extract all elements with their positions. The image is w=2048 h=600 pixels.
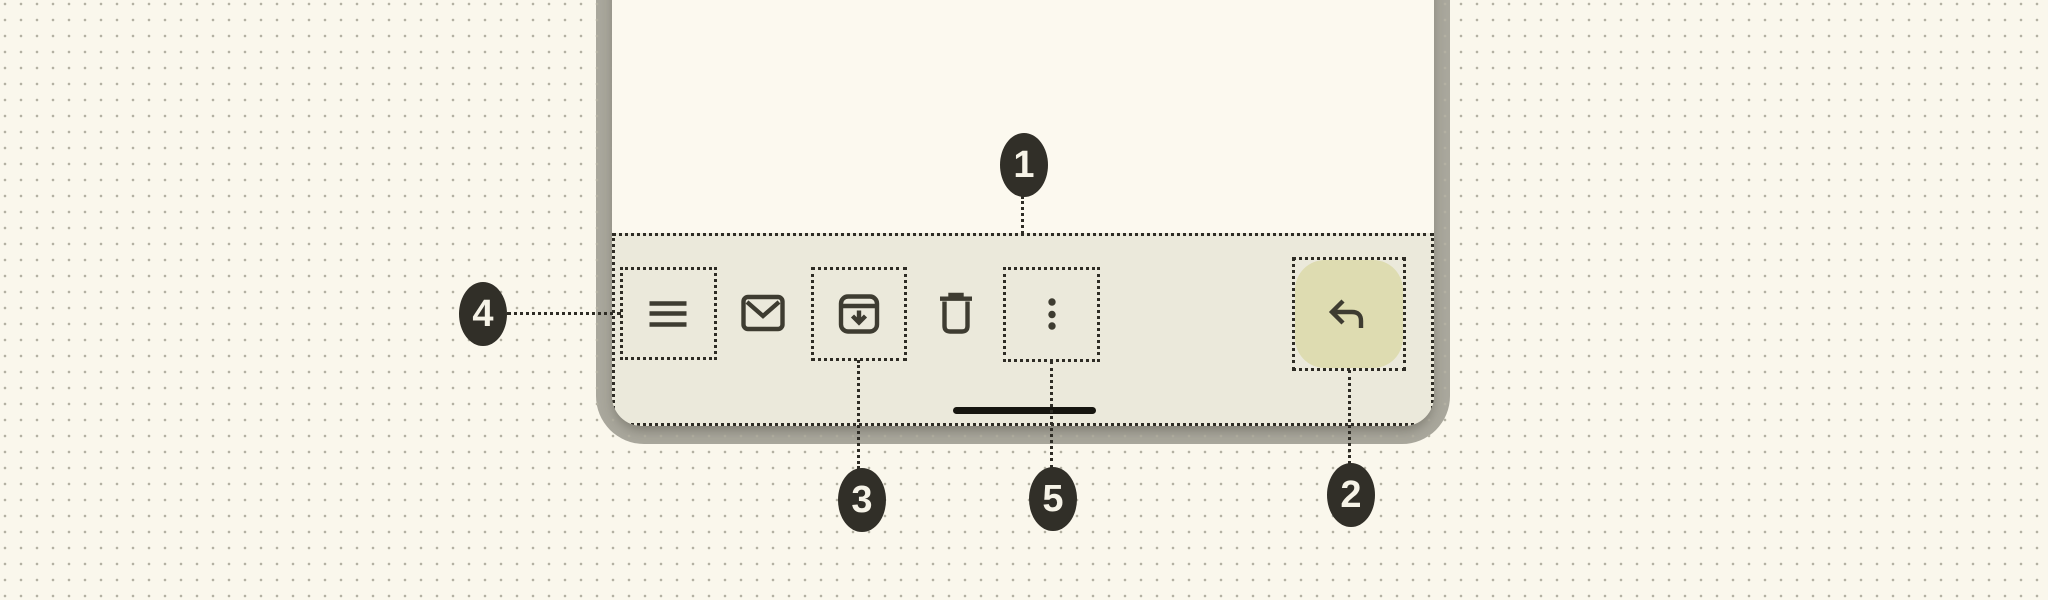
leader-line-1	[1021, 196, 1024, 234]
home-indicator[interactable]	[953, 407, 1096, 414]
reply-button[interactable]	[1325, 290, 1373, 338]
callout-badge-4: 4	[459, 282, 507, 346]
trash-icon	[940, 292, 972, 334]
callout-badge-1: 1	[1000, 133, 1048, 197]
mail-button[interactable]	[739, 289, 787, 337]
callout-badge-5: 5	[1029, 467, 1077, 531]
mail-icon	[741, 294, 785, 332]
archive-button[interactable]	[835, 290, 883, 338]
reply-icon	[1328, 299, 1364, 328]
callout-badge-2: 2	[1327, 463, 1375, 527]
more-options-button[interactable]	[1028, 290, 1076, 338]
delete-button[interactable]	[932, 290, 980, 338]
leader-line-4	[507, 312, 621, 315]
more-vert-icon	[1048, 298, 1056, 330]
leader-line-2	[1348, 370, 1351, 464]
leader-line-5	[1050, 361, 1053, 468]
callout-badge-3: 3	[838, 468, 886, 532]
menu-button[interactable]	[644, 290, 692, 338]
archive-icon	[838, 294, 880, 334]
leader-line-3	[857, 360, 860, 469]
menu-icon	[649, 301, 687, 327]
